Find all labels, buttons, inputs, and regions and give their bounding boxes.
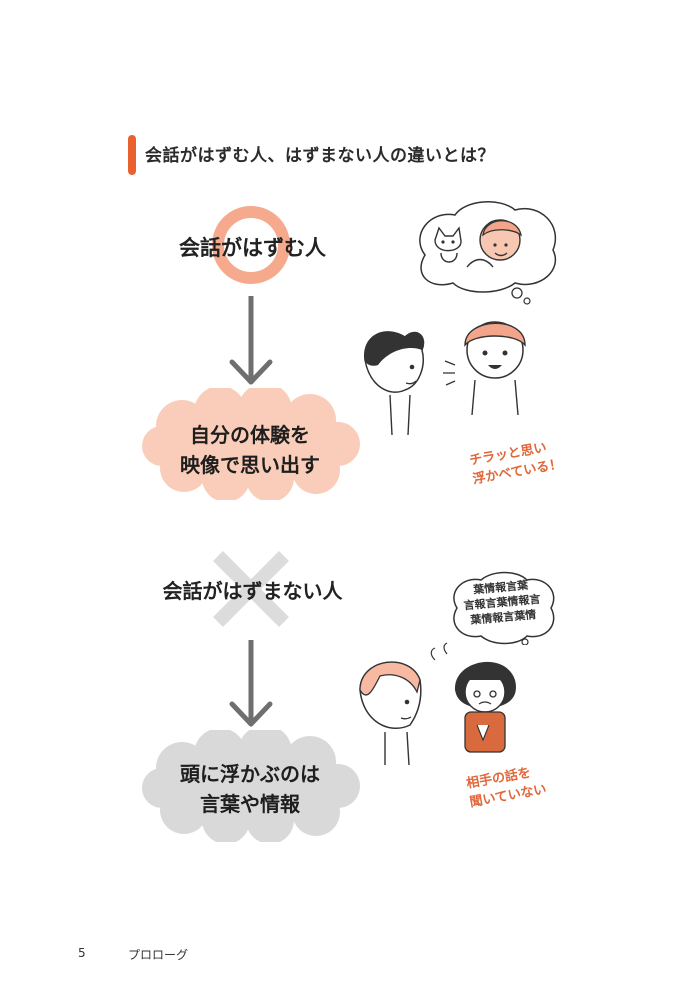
conversation-characters-good [364, 321, 526, 436]
good-cloud-text: 自分の体験を 映像で思い出す [150, 420, 350, 480]
page-number: 5 [78, 946, 86, 960]
cross-mark-icon [213, 551, 289, 627]
words-thought-bubble-illustration [453, 571, 555, 645]
good-label: 会話がはずむ人 [179, 236, 326, 260]
bad-thought-cloud [142, 730, 360, 842]
cloud-line: 映像で思い出す [180, 453, 320, 477]
cloud-line: 自分の体験を [190, 423, 310, 447]
good-thought-cloud [142, 388, 360, 500]
down-arrow-icon [229, 296, 273, 385]
down-arrow-icon [229, 640, 273, 727]
cloud-line: 言葉や情報 [200, 792, 300, 816]
running-footer-section: プロローグ [128, 948, 189, 962]
section-heading: 会話がはずむ人、はずまない人の違いとは？ [145, 146, 495, 166]
bad-cloud-text: 頭に浮かぶのは 言葉や情報 [150, 759, 350, 819]
header-accent-bar [128, 135, 136, 175]
memory-thought-bubble-illustration [419, 201, 557, 305]
cloud-line: 頭に浮かぶのは [180, 762, 320, 786]
words-thought-text: 葉情報言葉 言報言葉情報言 葉情報言葉情 [454, 576, 550, 629]
bad-label: 会話がはずまない人 [162, 579, 343, 603]
conversation-characters-bad [359, 642, 516, 766]
